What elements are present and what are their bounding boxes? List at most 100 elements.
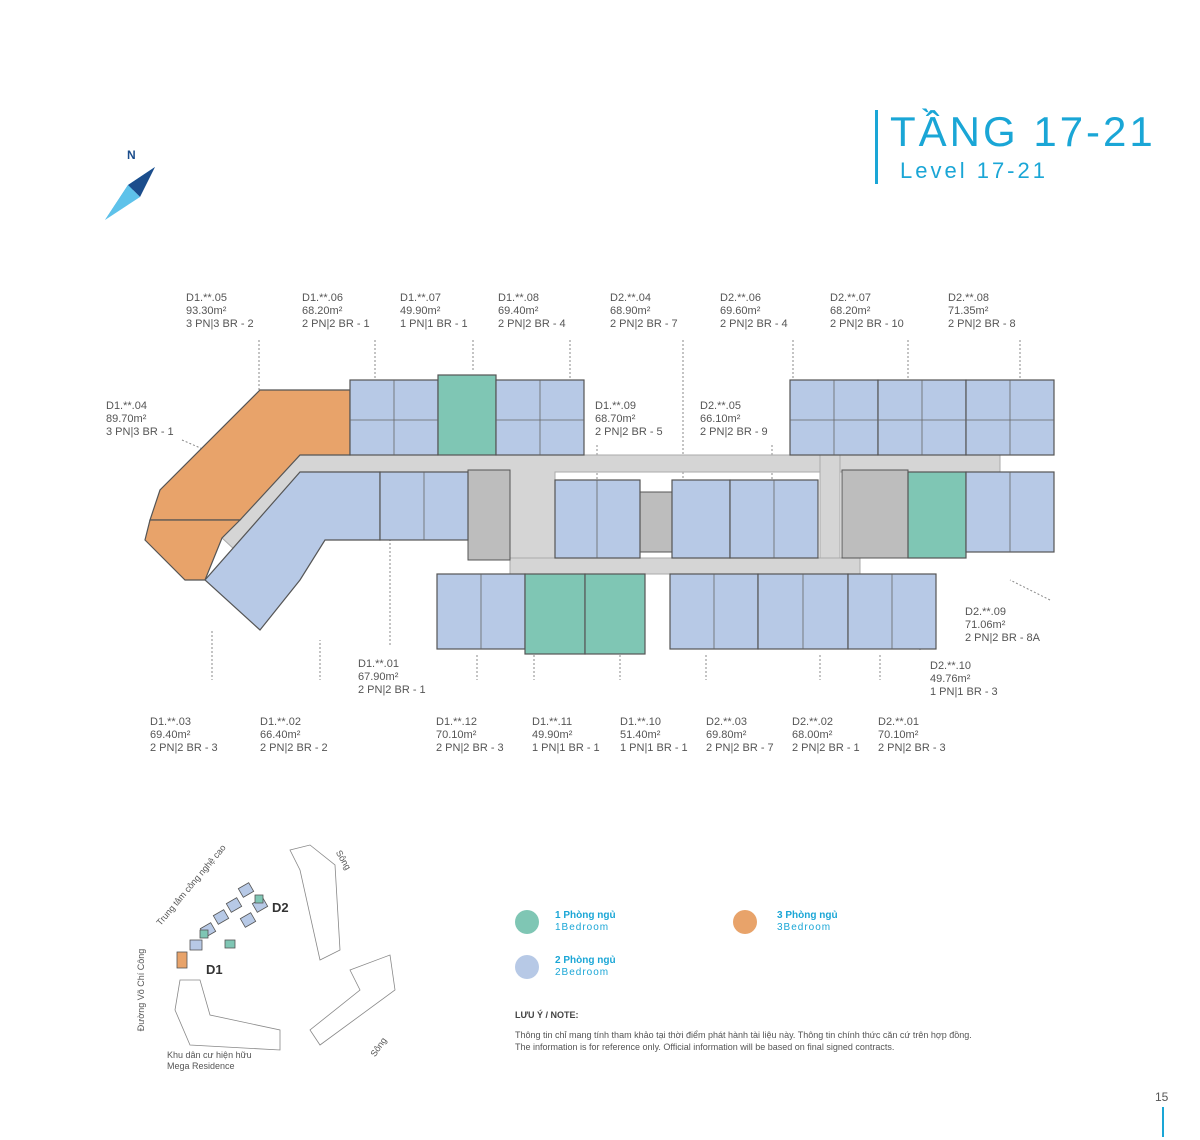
unit-code: D2.**.02: [792, 716, 833, 728]
page-subtitle: Level 17-21: [900, 158, 1048, 183]
page-number: 15: [1155, 1090, 1169, 1104]
unit-area: 68.00m²: [792, 729, 833, 741]
unit-area: 69.40m²: [150, 729, 191, 741]
unit-code: D2.**.06: [720, 292, 761, 304]
unit-code: D1.**.07: [400, 292, 441, 304]
unit-type: 1 PN|1 BR - 3: [930, 686, 998, 698]
unit-area: 68.20m²: [830, 305, 871, 317]
unit-area: 71.35m²: [948, 305, 989, 317]
site-label-residence-1: Khu dân cư hiện hữu: [167, 1050, 252, 1060]
compass-icon: [105, 167, 155, 220]
unit-area: 93.30m²: [186, 305, 227, 317]
unit-type: 1 PN|1 BR - 1: [532, 742, 600, 754]
legend-1br-vn: 1 Phòng ngủ: [555, 910, 616, 921]
unit-area: 89.70m²: [106, 413, 147, 425]
site-label-road: Đường Võ Chí Công: [136, 948, 147, 1032]
unit-code: D1.**.01: [358, 658, 399, 670]
unit-area: 70.10m²: [436, 729, 477, 741]
unit-type: 2 PN|2 BR - 2: [260, 742, 328, 754]
note-line-vn: Thông tin chỉ mang tính tham khảo tại th…: [515, 1030, 972, 1040]
unit-type: 2 PN|2 BR - 3: [436, 742, 504, 754]
unit-type: 2 PN|2 BR - 1: [358, 684, 426, 696]
unit-code: D2.**.07: [830, 292, 871, 304]
unit-code: D2.**.09: [965, 606, 1006, 618]
unit-code: D2.**.05: [700, 400, 741, 412]
unit-type: 2 PN|2 BR - 8: [948, 318, 1016, 330]
note-heading: LƯU Ý / NOTE:: [515, 1010, 579, 1020]
unit-code: D1.**.12: [436, 716, 477, 728]
unit-area: 69.80m²: [706, 729, 747, 741]
unit-area: 70.10m²: [878, 729, 919, 741]
unit-code: D1.**.09: [595, 400, 636, 412]
legend-3br-vn: 3 Phòng ngủ: [777, 910, 838, 921]
unit-code: D2.**.08: [948, 292, 989, 304]
title-accent-bar: [875, 110, 878, 184]
legend-dot-3br: [733, 910, 757, 934]
page-title: TẦNG 17-21: [890, 108, 1156, 155]
unit-type: 2 PN|2 BR - 7: [610, 318, 678, 330]
unit-type: 2 PN|2 BR - 7: [706, 742, 774, 754]
site-label-d2: D2: [272, 900, 289, 915]
site-label-d1: D1: [206, 962, 223, 977]
unit-type: 2 PN|2 BR - 4: [720, 318, 788, 330]
unit-area: 68.90m²: [610, 305, 651, 317]
unit-area: 71.06m²: [965, 619, 1006, 631]
unit-code: D1.**.03: [150, 716, 191, 728]
unit-type: 2 PN|2 BR - 3: [878, 742, 946, 754]
unit-area: 66.10m²: [700, 413, 741, 425]
unit-code: D2.**.04: [610, 292, 651, 304]
unit-type: 2 PN|2 BR - 5: [595, 426, 663, 438]
unit-area: 69.60m²: [720, 305, 761, 317]
unit-code: D1.**.02: [260, 716, 301, 728]
unit-area: 67.90m²: [358, 671, 399, 683]
unit-type: 2 PN|2 BR - 10: [830, 318, 904, 330]
unit-code: D1.**.06: [302, 292, 343, 304]
unit-code: D2.**.10: [930, 660, 971, 672]
site-label-residence-2: Mega Residence: [167, 1061, 235, 1071]
legend-dot-2br: [515, 955, 539, 979]
unit-code: D2.**.03: [706, 716, 747, 728]
compass-label: N: [127, 148, 136, 162]
legend-1br-en: 1Bedroom: [555, 922, 610, 933]
unit-area: 51.40m²: [620, 729, 661, 741]
unit-area: 69.40m²: [498, 305, 539, 317]
unit-type: 2 PN|2 BR - 4: [498, 318, 566, 330]
unit-type: 1 PN|1 BR - 1: [400, 318, 468, 330]
unit-code: D1.**.04: [106, 400, 147, 412]
note-text: Thông tin chỉ mang tính tham khảo tại th…: [515, 1029, 972, 1053]
unit-code: D1.**.10: [620, 716, 661, 728]
note-line-en: The information is for reference only. O…: [515, 1042, 895, 1052]
unit-type: 3 PN|3 BR - 2: [186, 318, 254, 330]
legend-2br-en: 2Bedroom: [555, 967, 610, 978]
legend-dot-1br: [515, 910, 539, 934]
unit-code: D1.**.11: [532, 716, 573, 728]
floor-plan: [144, 340, 1055, 680]
unit-type: 2 PN|2 BR - 8A: [965, 632, 1040, 644]
unit-type: 3 PN|3 BR - 1: [106, 426, 174, 438]
unit-type: 2 PN|2 BR - 3: [150, 742, 218, 754]
page-number-accent: [1162, 1107, 1164, 1137]
unit-area: 66.40m²: [260, 729, 301, 741]
unit-area: 68.20m²: [302, 305, 343, 317]
legend-2br-vn: 2 Phòng ngủ: [555, 955, 616, 966]
unit-type: 2 PN|2 BR - 9: [700, 426, 768, 438]
